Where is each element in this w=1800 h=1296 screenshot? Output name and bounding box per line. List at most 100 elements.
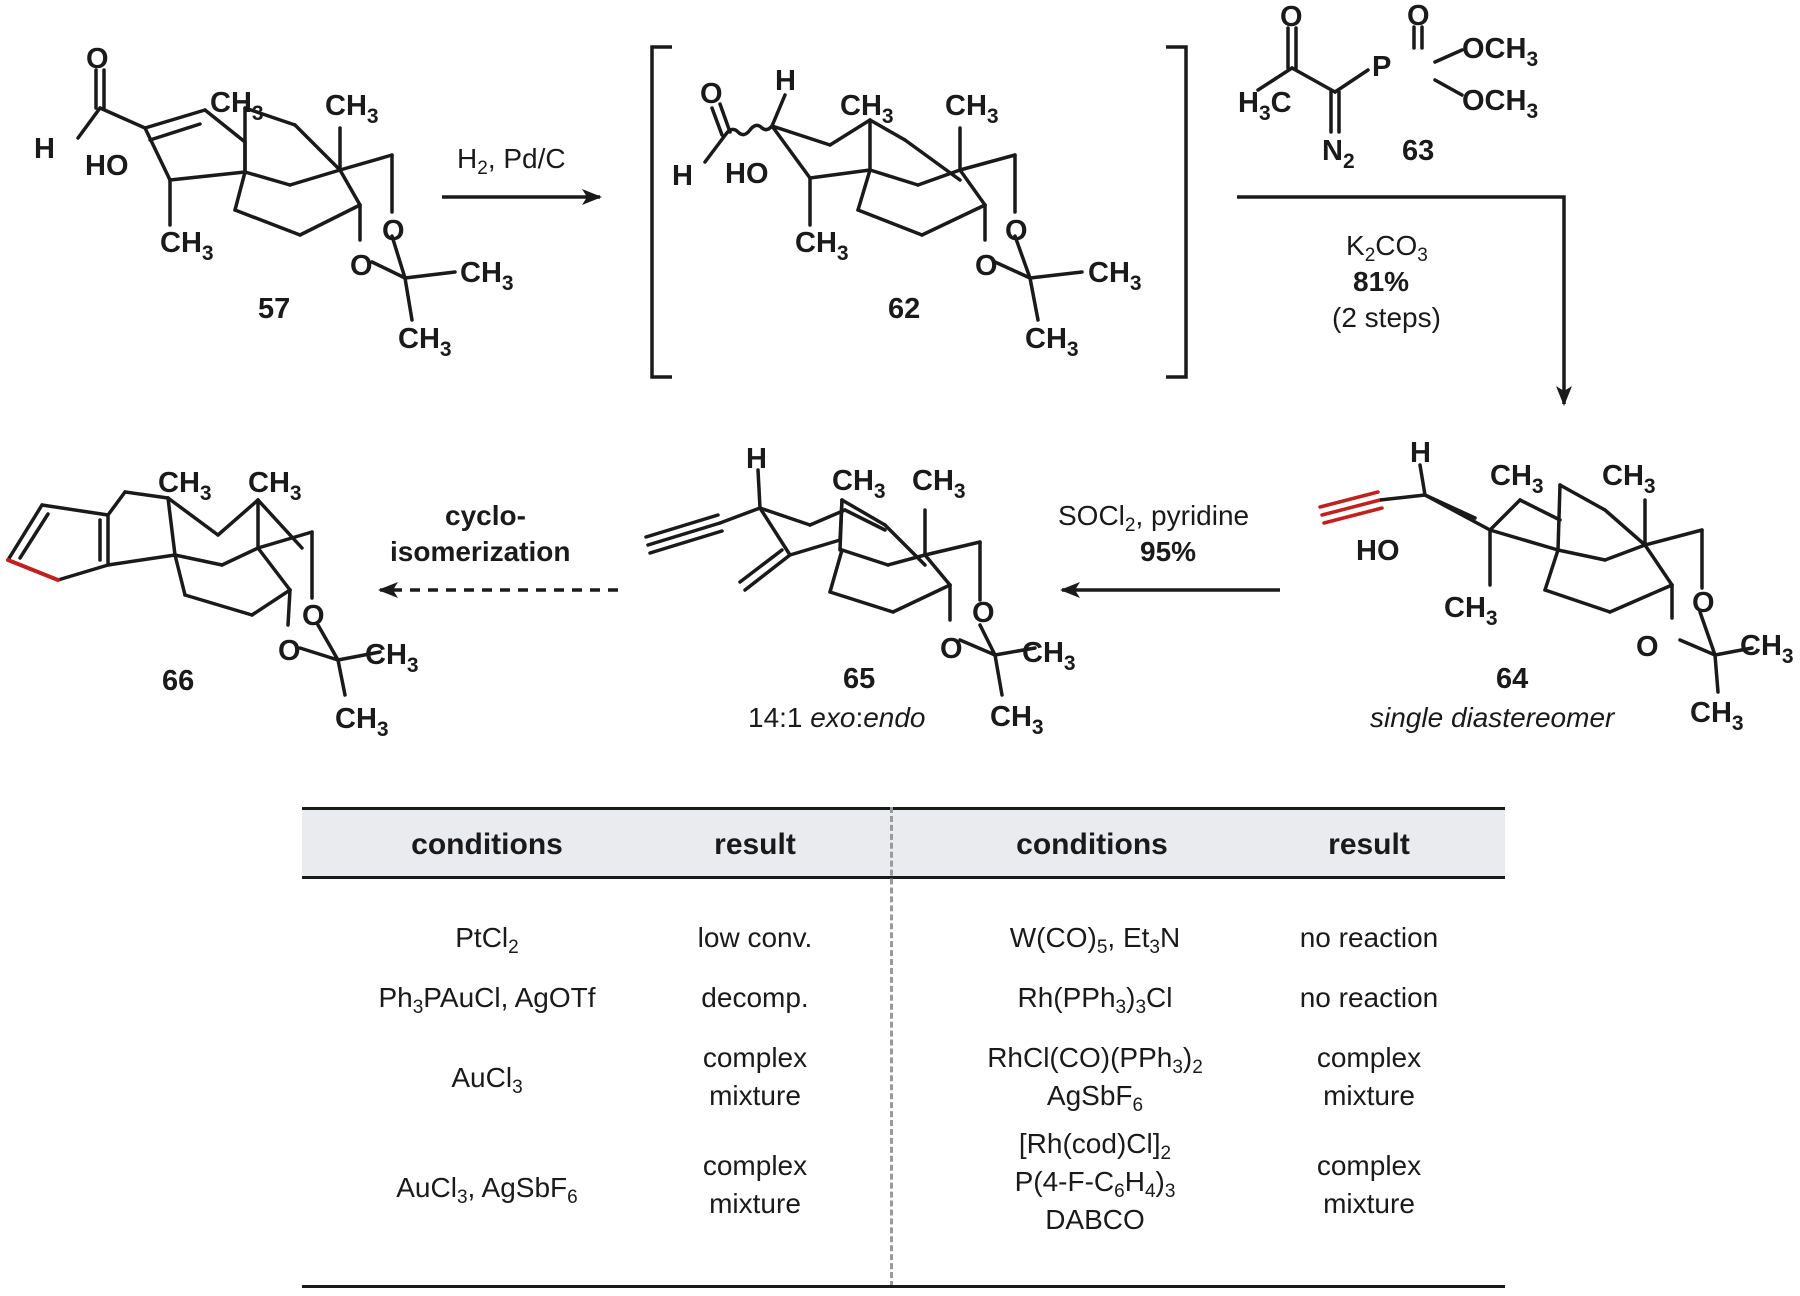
compound-65-structure — [644, 468, 1037, 697]
compound-62-methyl-4: CH3 — [1088, 257, 1142, 295]
compound-62-label: 62 — [888, 293, 920, 325]
compound-57-ring-oxygen-1: O — [382, 215, 405, 247]
compound-66-structure — [6, 490, 382, 697]
compound-63-methyl: H3C — [1238, 87, 1292, 125]
compound-57-label: 57 — [258, 293, 290, 325]
compound-62-methyl-5: CH3 — [1025, 323, 1079, 361]
compound-63-methoxy-2: OCH3 — [1462, 85, 1538, 123]
step3-yield: 95% — [1140, 536, 1196, 567]
right-row-2-result: no reaction — [1299, 982, 1439, 1013]
compound-63-structure — [1256, 25, 1464, 134]
right-row-2-conditions: Rh(PPh3)3Cl — [1017, 982, 1173, 1018]
compound-64-methyl-3: CH3 — [1444, 592, 1498, 630]
right-row-3-conditions: RhCl(CO)(PPh3)2 AgSbF6 — [987, 1042, 1203, 1116]
compound-66-methyl-1: CH3 — [158, 467, 212, 505]
compound-66-methyl-4: CH3 — [335, 703, 389, 741]
compound-57-ring-oxygen-2: O — [350, 250, 373, 282]
compound-57-structure — [76, 68, 457, 322]
compound-64-methyl-1: CH3 — [1490, 460, 1544, 498]
compound-63-diazo: N2 — [1322, 135, 1355, 173]
table-divider — [890, 807, 893, 1287]
compound-62-methyl-1: CH3 — [840, 90, 894, 128]
right-row-4-conditions: [Rh(cod)Cl]2 P(4-F-C6H4)3 DABCO — [1014, 1128, 1176, 1235]
compound-62-aldehyde-hydrogen: H — [672, 160, 693, 192]
compound-62-methyl-3: CH3 — [795, 227, 849, 265]
right-row-1-conditions: W(CO)5, Et3N — [1009, 922, 1181, 958]
compound-64-ring-oxygen-1: O — [1692, 587, 1715, 619]
compound-65-ring-oxygen-2: O — [940, 633, 963, 665]
compound-57-oxygen: O — [86, 43, 109, 75]
compound-63-ketone-oxygen: O — [1280, 1, 1303, 33]
compound-62-structure — [703, 93, 1084, 322]
left-row-1-conditions: PtCl2 — [455, 922, 519, 958]
left-row-1-result: low conv. — [697, 922, 813, 953]
compound-63-label: 63 — [1402, 135, 1434, 167]
compound-57-methyl-1: CH3 — [210, 87, 264, 125]
compound-64-ring-oxygen-2: O — [1636, 631, 1659, 663]
conditions-table: conditions result conditions result PtCl… — [302, 807, 1505, 1296]
step2-note: (2 steps) — [1332, 302, 1441, 333]
compound-65-methyl-1: CH3 — [832, 465, 886, 503]
compound-65-note: 14:1 exo:endo — [748, 702, 926, 733]
compound-64-note: single diastereomer — [1370, 702, 1616, 733]
step2-yield: 81% — [1353, 266, 1409, 297]
compound-62-brackets — [650, 45, 1188, 379]
compound-62-hydroxyl: HO — [725, 158, 769, 190]
compound-62-hydrogen: H — [775, 65, 796, 97]
right-row-1-result: no reaction — [1299, 922, 1439, 953]
table-header: conditions result conditions result — [302, 807, 1505, 879]
compound-64-methyl-4: CH3 — [1740, 630, 1794, 668]
compound-65-methyl-2: CH3 — [912, 465, 966, 503]
compound-57-methyl-5: CH3 — [398, 323, 452, 361]
compound-65-methyl-4: CH3 — [990, 701, 1044, 739]
step4-label-line1: cyclo- — [445, 500, 526, 531]
compound-66-new-bond — [6, 558, 60, 582]
step2-reagent: K2CO3 — [1346, 230, 1428, 266]
compound-64-hydrogen: H — [1410, 437, 1431, 469]
compound-57-methyl-4: CH3 — [460, 257, 514, 295]
header-result-right: result — [1328, 828, 1410, 861]
compound-64-methyl-2: CH3 — [1602, 460, 1656, 498]
compound-66-ring-oxygen-1: O — [302, 600, 325, 632]
left-row-2-conditions: Ph3PAuCl, AgOTf — [378, 982, 596, 1018]
compound-57-hydroxyl: HO — [85, 150, 129, 182]
compound-64-structure — [1418, 463, 1754, 694]
compound-64-alkyne-link — [1379, 493, 1426, 502]
compound-62-oxygen: O — [700, 78, 723, 110]
compound-63-phosphorus: P — [1372, 51, 1391, 83]
compound-65-ring-oxygen-1: O — [972, 597, 995, 629]
compound-63-methoxy-1: OCH3 — [1462, 33, 1538, 71]
compound-65-methyl-3: CH3 — [1022, 637, 1076, 675]
compound-57-methyl-3: CH3 — [160, 227, 214, 265]
compound-64-hydroxyl: HO — [1356, 535, 1400, 567]
compound-66-ring-oxygen-2: O — [278, 635, 301, 667]
compound-65-label: 65 — [843, 663, 875, 695]
header-conditions-right: conditions — [1016, 828, 1168, 861]
step3-reagent: SOCl2, pyridine — [1058, 500, 1249, 536]
reaction-scheme: O H HO CH3 CH3 CH3 O O CH3 CH3 57 H2, Pd… — [6, 0, 1794, 741]
compound-62-ring-oxygen-2: O — [975, 250, 998, 282]
table-bottom-rule — [302, 1285, 1505, 1288]
compound-64-alkyne — [1318, 490, 1384, 525]
header-conditions-left: conditions — [411, 828, 563, 861]
compound-57-methyl-2: CH3 — [325, 90, 379, 128]
compound-66-methyl-2: CH3 — [248, 467, 302, 505]
left-row-3-conditions: AuCl3 — [451, 1062, 523, 1098]
compound-57-hydrogen: H — [34, 133, 55, 165]
header-result-left: result — [714, 828, 796, 861]
compound-62-ring-oxygen-1: O — [1005, 215, 1028, 247]
left-row-4-conditions: AuCl3, AgSbF6 — [396, 1172, 578, 1208]
compound-62-methyl-2: CH3 — [945, 90, 999, 128]
step1-reagent: H2, Pd/C — [457, 143, 566, 179]
compound-66-label: 66 — [162, 665, 194, 697]
compound-64-methyl-5: CH3 — [1690, 697, 1744, 735]
compound-64-label: 64 — [1496, 663, 1528, 695]
compound-63-phosphoryl-oxygen: O — [1407, 0, 1430, 32]
step4-label-line2: isomerization — [390, 536, 570, 567]
left-row-2-result: decomp. — [701, 982, 809, 1013]
compound-65-hydrogen: H — [746, 443, 767, 475]
